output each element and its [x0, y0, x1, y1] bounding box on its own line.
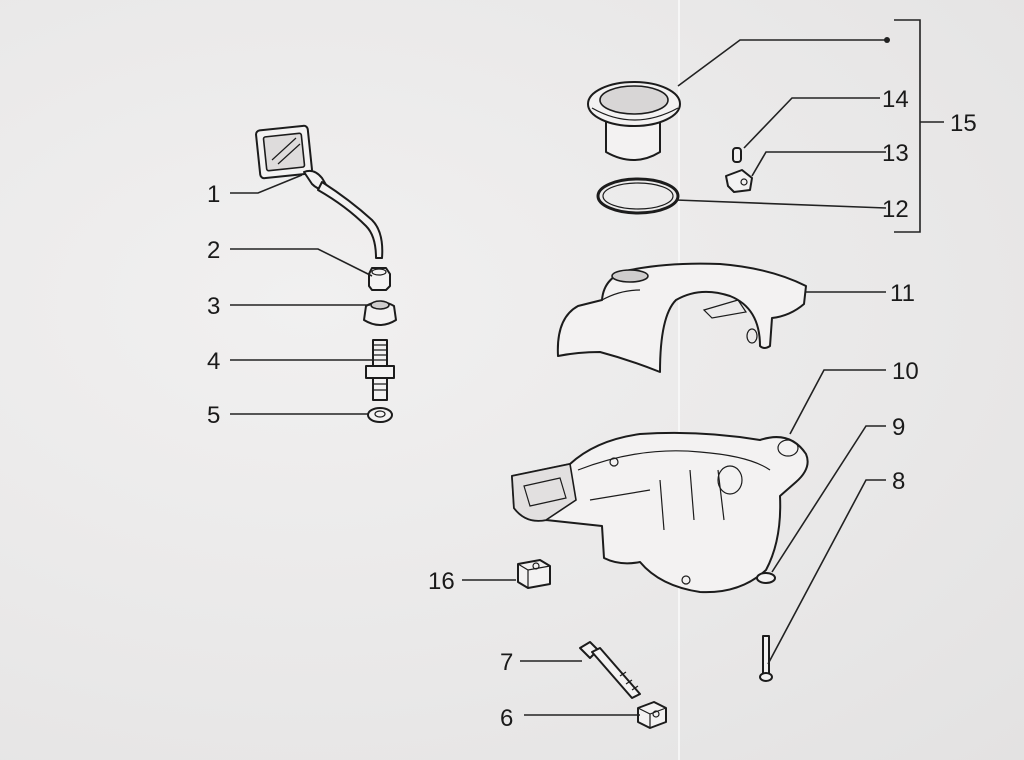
callout-10: 10 [892, 358, 919, 385]
part-14-pin [732, 147, 742, 163]
leader-lines [230, 19, 944, 716]
callout-7: 7 [500, 649, 513, 676]
part-6-cube-nut [637, 701, 667, 729]
callout-3: 3 [207, 293, 220, 320]
callout-13: 13 [882, 140, 909, 167]
callout-labels: 1 2 3 4 5 6 7 8 9 10 11 12 13 14 15 16 [207, 86, 977, 732]
part-11-upper-cover [556, 262, 807, 373]
callout-15: 15 [950, 110, 977, 137]
callout-12: 12 [882, 196, 909, 223]
part-1-mirror [255, 124, 384, 259]
part-4-stud [365, 339, 395, 401]
callout-5: 5 [207, 402, 220, 429]
callout-11: 11 [890, 280, 915, 307]
part-5-washer [367, 407, 393, 423]
part-9-washer [756, 572, 776, 584]
callout-2: 2 [207, 237, 220, 264]
callout-6: 6 [500, 705, 513, 732]
paper-fold [678, 0, 680, 760]
part-2-nut [368, 267, 391, 291]
callout-16: 16 [428, 568, 455, 595]
part-13-clip [725, 169, 753, 193]
part-7-bolt [579, 641, 641, 699]
part-16-square-nut [517, 559, 551, 589]
callout-4: 4 [207, 348, 220, 375]
part-3-bush [363, 300, 397, 326]
callout-14: 14 [882, 86, 909, 113]
part-10-lower-housing [511, 431, 809, 594]
callout-9: 9 [892, 414, 905, 441]
part-8-screw [759, 635, 773, 682]
callout-1: 1 [207, 181, 220, 208]
part-12-o-ring [596, 177, 680, 215]
leader-dot [884, 37, 890, 43]
part-15-cap-assembly [587, 81, 681, 161]
callout-8: 8 [892, 468, 905, 495]
